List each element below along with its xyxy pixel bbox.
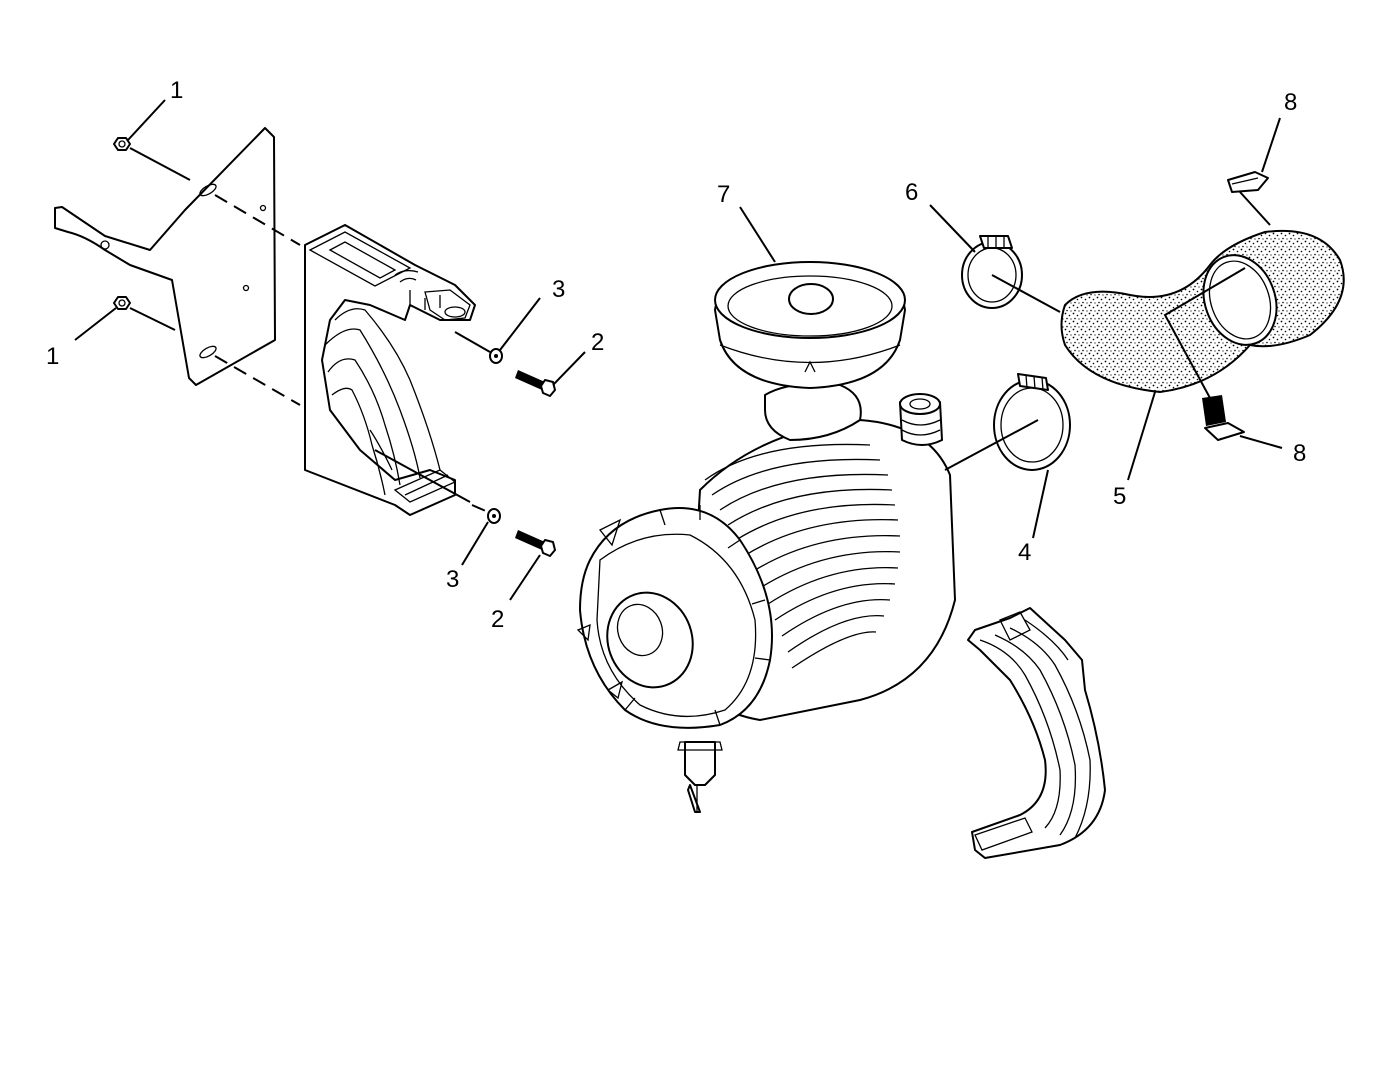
callout-3-upper: 3: [552, 276, 565, 303]
leader-1b: [74, 307, 117, 341]
callout-2-lower: 2: [491, 606, 504, 633]
mounting-plate: [54, 127, 276, 386]
assembly-line-bolt-lower-dashed: [471, 504, 489, 513]
callout-8-lower: 8: [1293, 440, 1306, 467]
precleaner-cap: [714, 261, 906, 389]
leader-3a: [499, 297, 541, 351]
elbow-hose: [1060, 229, 1345, 394]
plug-upper: [1227, 171, 1269, 193]
callout-1-lower: 1: [46, 343, 59, 370]
mounting-strap: [967, 607, 1106, 859]
washer-lower: [487, 508, 501, 524]
leader-1a: [127, 99, 166, 141]
bolt-upper: [515, 370, 556, 397]
assembly-line-bolt-lower: [374, 449, 471, 503]
hose-clamp-large: [993, 373, 1071, 471]
leader-8b: [1239, 435, 1283, 449]
cradle-bracket: [304, 224, 476, 516]
assembly-line-nut-upper: [129, 147, 191, 181]
leader-4: [1032, 469, 1049, 539]
callout-8-upper: 8: [1284, 89, 1297, 116]
callout-7: 7: [717, 181, 730, 208]
air-cleaner-housing: [576, 382, 956, 813]
leader-7: [739, 206, 776, 263]
assembly-line-clamp-small: [991, 274, 1061, 313]
nut-lower: [113, 296, 131, 310]
assembly-line-lower-dashed: [214, 355, 301, 406]
assembly-line-bolt-upper: [454, 331, 491, 353]
assembly-line-clamp-large: [944, 419, 1039, 471]
washer-upper: [489, 348, 503, 364]
assembly-line-nut-lower: [129, 307, 176, 331]
callout-1-upper: 1: [170, 77, 183, 104]
bolt-lower: [515, 530, 556, 557]
indicator-lower: [1202, 395, 1245, 441]
leader-2a: [552, 351, 586, 386]
callout-3-lower: 3: [446, 566, 459, 593]
callout-2-upper: 2: [591, 329, 604, 356]
assembly-line-hose-bore: [1163, 267, 1246, 399]
leader-2b: [509, 554, 541, 601]
callout-4: 4: [1018, 539, 1031, 566]
leader-3b: [461, 521, 489, 566]
leader-8a: [1261, 117, 1281, 173]
leader-5: [1127, 391, 1156, 481]
nut-upper: [113, 137, 131, 151]
assembly-line-plug-upper: [1239, 191, 1271, 226]
leader-6: [929, 204, 976, 253]
callout-6: 6: [905, 179, 918, 206]
callout-5: 5: [1113, 483, 1126, 510]
assembly-line-upper-dashed: [214, 194, 301, 246]
